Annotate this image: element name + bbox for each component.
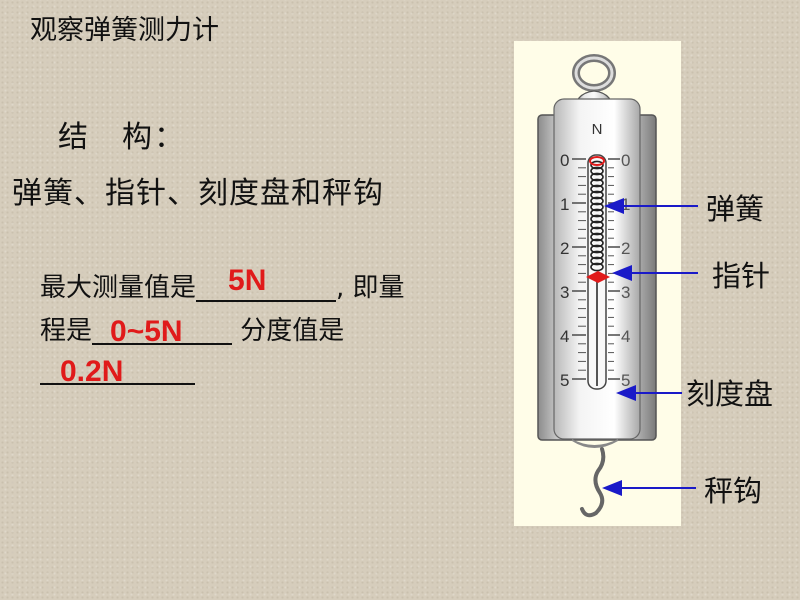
question-line-1: 最大测量值是 5N , 即量 (40, 264, 405, 304)
right-scale-numbers: 0 1 2 3 4 5 (621, 151, 630, 390)
unit-label: N (592, 121, 603, 138)
range-separator: , 即量 (336, 273, 405, 303)
parts-list: 弹簧、指针、刻度盘和秤钩 (12, 176, 384, 211)
left-scale-number: 1 (560, 195, 569, 214)
spring-coil (590, 262, 604, 272)
spring-coil (590, 166, 604, 176)
max-measurement-blank: 5N (196, 264, 337, 302)
division-blank: 0.2N (40, 353, 195, 388)
right-scale-number: 1 (621, 195, 630, 214)
spring-coil (590, 238, 604, 248)
spring-coils (590, 160, 604, 272)
spring-label: 弹簧 (706, 192, 765, 226)
structure-heading: 结 构： (58, 120, 186, 155)
question-line-2: 程是 0~5N 分度值是 (40, 310, 345, 348)
max-measurement-answer: 5N (228, 264, 267, 297)
left-scale-number: 2 (560, 239, 569, 258)
spring-coil (590, 178, 604, 188)
spring-coil (590, 226, 604, 236)
spring-coil (590, 184, 604, 194)
range-prefix: 程是 (40, 316, 93, 346)
range-blank: 0~5N (92, 313, 233, 348)
spring-coil (590, 190, 604, 200)
right-scale-number: 4 (621, 327, 630, 346)
spring-coil (590, 244, 604, 254)
pointer-label: 指针 (712, 259, 771, 293)
spring-coil (590, 220, 604, 230)
hook-label: 秤钩 (704, 474, 763, 508)
scale-label: 刻度盘 (686, 377, 774, 411)
spring-coil (590, 202, 604, 212)
right-scale-number: 0 (621, 151, 630, 170)
right-scale-number: 2 (621, 239, 630, 258)
spring-coil (590, 214, 604, 224)
spring-scale-drawing: N 0 1 2 3 4 5 0 1 2 3 4 5 (537, 54, 657, 518)
pointer-icon (586, 271, 610, 283)
division-prefix: 分度值是 (232, 316, 345, 346)
spring-coil (590, 256, 604, 266)
left-scale-number: 0 (560, 151, 569, 170)
left-scale-number: 3 (560, 283, 569, 302)
spring-coil (590, 232, 604, 242)
spring-coil (590, 208, 604, 218)
left-scale-number: 5 (560, 371, 569, 390)
division-answer: 0.2N (60, 355, 124, 388)
max-measurement-prefix: 最大测量值是 (40, 273, 197, 303)
right-scale-number: 3 (621, 283, 630, 302)
slide-title: 观察弹簧测力计 (30, 15, 219, 46)
spring-coil (590, 196, 604, 206)
range-answer: 0~5N (110, 315, 183, 348)
spring-scale-figure: N 0 1 2 3 4 5 0 1 2 3 4 5 (514, 41, 681, 526)
left-scale-numbers: 0 1 2 3 4 5 (560, 151, 569, 390)
spring-coil (590, 160, 604, 170)
left-scale-number: 4 (560, 327, 569, 346)
spring-coil (590, 250, 604, 260)
question-line-3: 0.2N (40, 353, 195, 388)
right-scale-number: 5 (621, 371, 630, 390)
top-marker (589, 156, 605, 166)
hook-icon (580, 447, 606, 518)
spring-coil (590, 172, 604, 182)
scale-ticks (572, 158, 620, 380)
